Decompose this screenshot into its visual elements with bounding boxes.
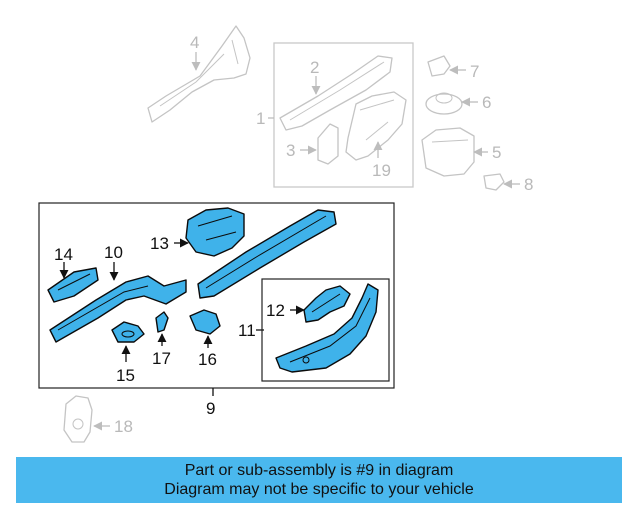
part-12-support (303, 285, 351, 323)
banner-line-1: Part or sub-assembly is #9 in diagram (184, 462, 454, 479)
parts-diagram: 4 1 2 3 19 7 6 5 8 18 (38, 25, 533, 443)
label-11: 11 (238, 321, 256, 340)
label-12: 12 (266, 301, 285, 320)
part-17-clip (155, 311, 169, 333)
label-18: 18 (114, 417, 133, 436)
part-15-mount (111, 321, 145, 343)
label-5: 5 (492, 143, 501, 162)
part-7-clip (427, 55, 451, 77)
part-11-long-rail (197, 209, 337, 299)
label-7: 7 (470, 62, 479, 81)
assembly-box-9 (38, 202, 395, 389)
label-8: 8 (524, 175, 533, 194)
label-19: 19 (372, 161, 391, 180)
part-4-pillar (147, 25, 251, 123)
label-9: 9 (206, 399, 215, 418)
label-2: 2 (310, 58, 319, 77)
label-13: 13 (150, 234, 169, 253)
part-10-frame-rail (49, 275, 187, 343)
part-5-cover (421, 127, 475, 177)
part-18-plate (63, 395, 93, 443)
label-4: 4 (190, 33, 199, 52)
sub-box-11 (261, 278, 390, 382)
label-1: 1 (256, 109, 265, 128)
label-6: 6 (482, 93, 491, 112)
label-10: 10 (104, 243, 123, 262)
label-14: 14 (54, 245, 73, 264)
part-19-housing (345, 91, 407, 161)
part-13-bracket (185, 207, 245, 257)
label-15: 15 (116, 366, 135, 385)
part-16-bracket (189, 309, 221, 335)
part-6-mount (425, 92, 463, 115)
label-3: 3 (286, 141, 295, 160)
banner-line-2: Diagram may not be specific to your vehi… (164, 481, 474, 498)
info-banner: Part or sub-assembly is #9 in diagram Di… (16, 457, 622, 503)
part-11-inner-panel (275, 283, 379, 373)
part-14-bracket (47, 267, 99, 303)
part-3-bracket (317, 123, 339, 165)
label-17: 17 (152, 349, 171, 368)
part-8-fastener (483, 173, 505, 191)
label-16: 16 (198, 350, 217, 369)
part-2-rail (279, 55, 393, 131)
group-box-1 (273, 42, 414, 188)
